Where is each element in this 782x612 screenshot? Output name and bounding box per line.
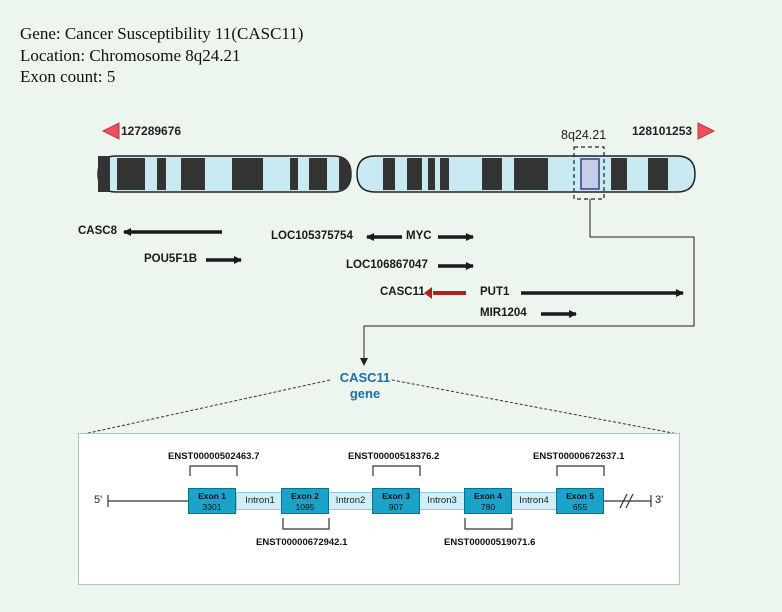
loc105375754-label: LOC105375754 xyxy=(271,230,353,242)
exon-count: Exon count: 5 xyxy=(20,67,116,86)
five-prime-label: 5' xyxy=(94,494,103,506)
zoom-dashed-right xyxy=(391,379,679,435)
exon-2-name: Exon 2 xyxy=(291,491,319,501)
band-zoom-box xyxy=(573,146,605,200)
zoom-gene-title: CASC11 gene xyxy=(325,370,405,402)
transcript-enst00000519071: ENST00000519071.6 xyxy=(444,537,536,548)
gene-location: Location: Chromosome 8q24.21 xyxy=(20,46,241,65)
intron-4: Intron4 xyxy=(511,492,557,510)
loc106867047-label: LOC106867047 xyxy=(346,259,428,271)
band-8q24-21-highlight xyxy=(580,158,600,190)
zoom-dashed-left xyxy=(83,379,331,435)
casc11-label: CASC11 xyxy=(380,286,425,298)
end-coordinate: 128101253 xyxy=(632,124,693,138)
exon-3-name: Exon 3 xyxy=(382,491,410,501)
put1-label: PUT1 xyxy=(480,286,510,298)
exon-5: Exon 5 655 xyxy=(556,488,604,514)
zoom-gene-word: gene xyxy=(349,386,381,401)
exon-2: Exon 2 1095 xyxy=(281,488,329,514)
intron-3: Intron3 xyxy=(419,492,465,510)
exon-1-length: 3301 xyxy=(202,502,222,512)
exon-4: Exon 4 780 xyxy=(464,488,512,514)
exon-1: Exon 1 3301 xyxy=(188,488,236,514)
gene-title: Gene: Cancer Susceptibility 11(CASC11) xyxy=(20,24,304,43)
exon-4-length: 780 xyxy=(480,502,496,512)
exon-5-length: 655 xyxy=(572,502,588,512)
three-prime-label: 3' xyxy=(655,494,664,506)
exon-2-length: 1095 xyxy=(295,502,315,512)
exon-1-name: Exon 1 xyxy=(198,491,226,501)
intron-2: Intron2 xyxy=(328,492,373,510)
myc-label: MYC xyxy=(406,230,432,242)
p-arm-bands xyxy=(98,156,327,192)
transcript-enst00000672637: ENST00000672637.1 xyxy=(533,451,625,462)
band-label: 8q24.21 xyxy=(561,128,607,142)
transcript-enst00000672942: ENST00000672942.1 xyxy=(256,537,348,548)
transcript-enst00000518376: ENST00000518376.2 xyxy=(348,451,440,462)
intron-1: Intron1 xyxy=(236,492,284,510)
start-coordinate: 127289676 xyxy=(121,124,182,138)
zoom-gene-name: CASC11 xyxy=(339,370,391,385)
exon-3: Exon 3 907 xyxy=(372,488,420,514)
mir1204-label: MIR1204 xyxy=(480,307,527,319)
end-coordinate-marker-icon xyxy=(697,122,716,140)
exon-3-length: 907 xyxy=(388,502,404,512)
transcript-enst00000502463: ENST00000502463.7 xyxy=(168,451,260,462)
exon-4-name: Exon 4 xyxy=(474,491,502,501)
pou5f1b-label: POU5F1B xyxy=(144,253,198,265)
start-coordinate-marker-icon xyxy=(101,122,120,140)
q-arm-bands xyxy=(383,158,668,190)
exon-5-name: Exon 5 xyxy=(566,491,594,501)
zoom-connector-line xyxy=(363,199,695,362)
casc8-label: CASC8 xyxy=(78,225,117,237)
